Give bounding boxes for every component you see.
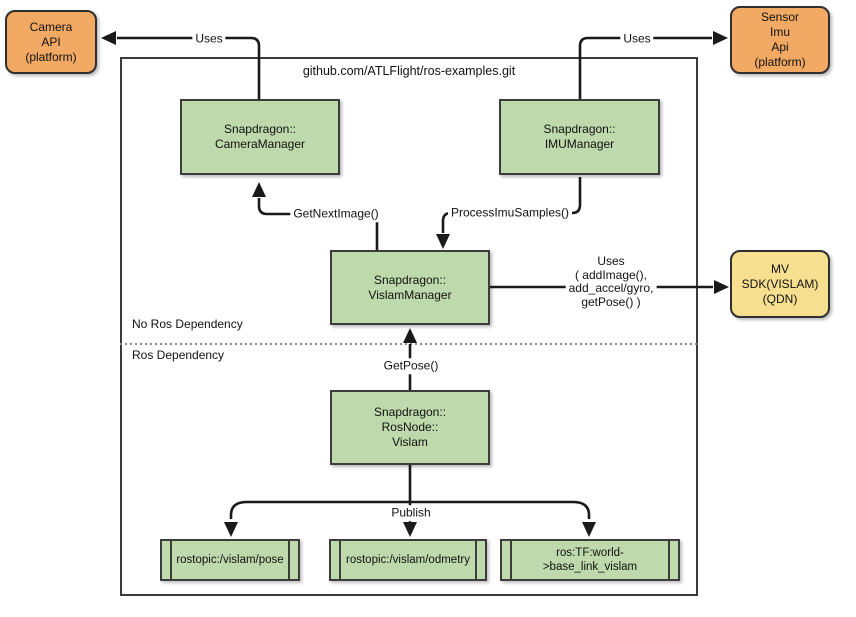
edge-label-process-imu-samples: ProcessImuSamples() bbox=[447, 205, 573, 221]
node-topic-pose: rostopic:/vislam/pose bbox=[160, 539, 300, 581]
node-topic-tf: ros:TF:world- >base_link_vislam bbox=[500, 539, 680, 581]
edge-label-uses-camera: Uses bbox=[192, 31, 226, 47]
node-ros-node-vislam: Snapdragon:: RosNode:: Vislam bbox=[330, 390, 490, 465]
node-vislam-manager: Snapdragon:: VislamManager bbox=[330, 250, 490, 325]
arrowhead-uses-imu bbox=[713, 31, 728, 45]
edge-label-publish: Publish bbox=[388, 505, 434, 521]
edge-label-uses-imu: Uses bbox=[620, 31, 654, 47]
node-sensor-imu-api: Sensor Imu Api (platform) bbox=[730, 6, 830, 74]
diagram-title: github.com/ATLFlight/ros-examples.git bbox=[302, 64, 516, 78]
node-camera-manager: Snapdragon:: CameraManager bbox=[180, 99, 340, 175]
region-label-ros-dependency: Ros Dependency bbox=[129, 348, 228, 364]
node-mv-sdk: MV SDK(VISLAM) (QDN) bbox=[730, 250, 830, 318]
region-label-no-ros-dependency: No Ros Dependency bbox=[129, 317, 246, 333]
node-camera-api: Camera API (platform) bbox=[5, 10, 97, 74]
arrowhead-uses-camera bbox=[101, 31, 116, 45]
edge-label-get-next-image: GetNextImage() bbox=[290, 206, 382, 222]
edge-label-uses-mv-sdk: Uses ( addImage(), add_accel/gyro, getPo… bbox=[565, 254, 657, 310]
arrowhead-uses-mv-sdk bbox=[714, 280, 729, 294]
edge-label-get-pose: GetPose() bbox=[380, 358, 442, 374]
node-topic-odometry: rostopic:/vislam/odmetry bbox=[329, 539, 487, 581]
node-imu-manager: Snapdragon:: IMUManager bbox=[499, 99, 660, 175]
